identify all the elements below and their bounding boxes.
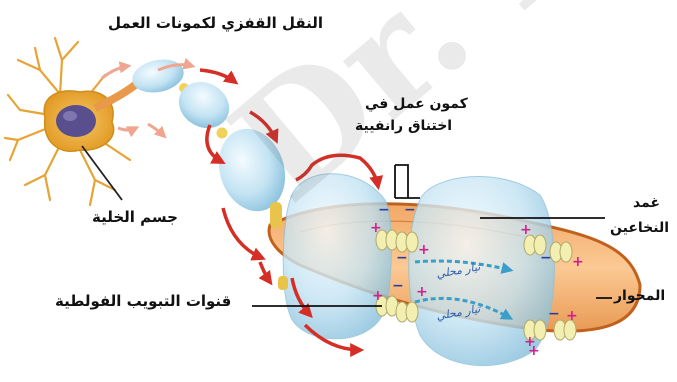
minus-charge-sign: − [404,202,416,218]
plus-charge-sign: + [370,220,382,236]
plus-charge-sign: + [416,284,428,300]
minus-charge-sign: − [548,306,560,322]
label-saltatory-conduction: النقل القفزي لكمونات العمل [108,14,323,32]
plus-charge-sign: + [418,242,430,258]
label-myelin-2: النخاعين [610,220,669,237]
label-node-ap-2: اختناق رانفيية [355,118,452,135]
minus-charge-sign: − [378,202,390,218]
label-axon: المحوار [614,288,665,305]
plus-charge-sign: + [566,308,578,324]
minus-charge-sign: − [392,278,404,294]
label-voltage-channels: قنوات التبويب الفولطية [55,292,231,310]
label-cell-body: جسم الخلية [92,208,178,226]
minus-charge-sign: − [540,250,552,266]
neuron-cell-icon [5,38,130,205]
minus-charge-sign: − [396,250,408,266]
label-myelin-1: غمد [633,195,660,212]
plus-charge-sign: + [372,288,384,304]
plus-charge-sign: + [572,254,584,270]
plus-charge-sign: + [520,222,532,238]
label-node-ap-1: كمون عمل في [365,96,468,113]
plus-charge-sign: + [528,343,540,359]
